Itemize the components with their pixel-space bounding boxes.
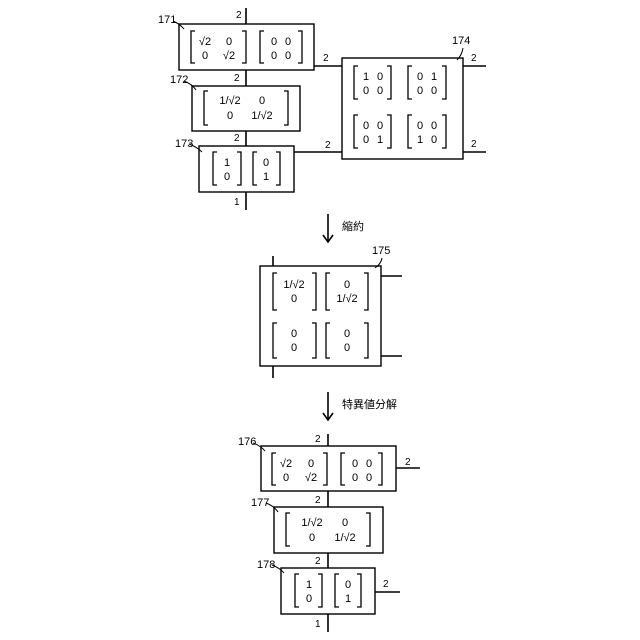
bond-dimension: 2 <box>325 140 331 151</box>
matrix-cell: 0 <box>352 472 358 484</box>
matrix-cell: 1 <box>224 157 230 169</box>
matrix-cell: 0 <box>417 120 423 132</box>
node-171: √2 0 0 √2 0 0 0 0 171 2 2 <box>158 10 329 70</box>
matrix-cell: 0 <box>344 279 350 291</box>
matrix-cell: 0 <box>417 71 423 83</box>
matrix-cell: 0 <box>202 50 208 62</box>
matrix-cell: 0 <box>271 36 277 48</box>
matrix-cell: 0 <box>363 120 369 132</box>
matrix-cell: 0 <box>377 120 383 132</box>
bond-dimension: 2 <box>405 457 411 468</box>
node-label: 172 <box>170 74 188 86</box>
matrix-cell: 1 <box>263 171 269 183</box>
matrix-cell: √2 <box>280 458 292 470</box>
node-175: 1/√2 0 0 1/√2 0 0 0 0 175 <box>260 245 390 366</box>
matrix-cell: 0 <box>306 593 312 605</box>
bond-dimension: 2 <box>315 556 321 567</box>
matrix-cell: 0 <box>345 579 351 591</box>
matrix-cell: 1/√2 <box>301 517 322 529</box>
bond-dimension: 2 <box>234 73 240 84</box>
node-177: 1/√2 0 0 1/√2 177 2 <box>251 495 383 553</box>
matrix-cell: 1/√2 <box>251 110 272 122</box>
matrix-cell: 1/√2 <box>219 95 240 107</box>
matrix-cell: 0 <box>291 328 297 340</box>
bond-dimension: 2 <box>315 434 321 445</box>
matrix-cell: 0 <box>263 157 269 169</box>
bond-dimension: 2 <box>236 10 242 21</box>
matrix-cell: √2 <box>305 472 317 484</box>
matrix-cell: √2 <box>223 50 235 62</box>
matrix-cell: 1 <box>417 134 423 146</box>
node-label: 176 <box>238 436 256 448</box>
node-label: 174 <box>452 35 470 47</box>
node-label: 171 <box>158 14 176 26</box>
node-178: 1 0 0 1 178 2 2 1 <box>257 556 389 630</box>
top-network: √2 0 0 √2 0 0 0 0 171 2 2 1/√2 0 0 1/√2 … <box>158 8 486 210</box>
matrix-cell: 0 <box>283 472 289 484</box>
matrix-cell: 0 <box>285 36 291 48</box>
matrix-cell: 1/√2 <box>334 532 355 544</box>
matrix-cell: 0 <box>227 110 233 122</box>
node-174-box <box>342 58 463 159</box>
matrix-cell: 0 <box>285 50 291 62</box>
matrix-cell: 1/√2 <box>283 279 304 291</box>
bond-dimension: 1 <box>234 197 240 208</box>
matrix-cell: 0 <box>291 293 297 305</box>
matrix-cell: 0 <box>363 85 369 97</box>
matrix-cell: 0 <box>417 85 423 97</box>
matrix-cell: 1 <box>377 134 383 146</box>
matrix-cell: 0 <box>226 36 232 48</box>
matrix-cell: 0 <box>271 50 277 62</box>
step-label: 縮約 <box>342 219 364 233</box>
matrix-cell: 0 <box>344 328 350 340</box>
bottom-network: √2 0 0 √2 0 0 0 0 176 2 2 1/√2 0 0 1/√2 … <box>238 434 420 632</box>
node-175-box <box>260 266 381 366</box>
matrix-cell: 0 <box>224 171 230 183</box>
step-svd: 特異値分解 <box>323 392 397 420</box>
matrix-cell: 0 <box>363 134 369 146</box>
step-contraction: 縮約 <box>323 214 364 242</box>
bond-dimension: 2 <box>315 495 321 506</box>
matrix-cell: 0 <box>309 532 315 544</box>
matrix-cell: 0 <box>366 458 372 470</box>
contracted-network: 1/√2 0 0 1/√2 0 0 0 0 175 <box>260 245 402 378</box>
node-176: √2 0 0 √2 0 0 0 0 176 2 2 <box>238 434 411 491</box>
matrix-cell: 0 <box>431 85 437 97</box>
node-172: 1/√2 0 0 1/√2 172 2 <box>170 73 300 131</box>
node-label: 175 <box>372 245 390 257</box>
matrix-cell: 0 <box>308 458 314 470</box>
matrix-cell: 0 <box>377 71 383 83</box>
matrix-cell: 0 <box>342 517 348 529</box>
matrix-cell: 0 <box>259 95 265 107</box>
matrix-cell: 0 <box>366 472 372 484</box>
matrix-cell: 0 <box>352 458 358 470</box>
matrix-cell: 1 <box>306 579 312 591</box>
matrix-cell: 1/√2 <box>336 293 357 305</box>
bond-dimension: 2 <box>471 53 477 64</box>
node-label: 173 <box>175 138 193 150</box>
matrix-cell: 0 <box>431 134 437 146</box>
bond-dimension: 1 <box>315 619 321 630</box>
bond-dimension: 2 <box>234 133 240 144</box>
node-174: 1 0 0 0 0 1 0 0 0 0 0 1 0 0 1 0 174 2 2 <box>342 35 477 159</box>
bond-dimension: 2 <box>383 579 389 590</box>
matrix-cell: 1 <box>345 593 351 605</box>
step-label: 特異値分解 <box>342 397 397 411</box>
node-172-box <box>192 86 300 131</box>
matrix-cell: 1 <box>363 71 369 83</box>
matrix-cell: 1 <box>431 71 437 83</box>
matrix-cell: 0 <box>344 342 350 354</box>
bond-dimension: 2 <box>471 139 477 150</box>
matrix-cell: 0 <box>431 120 437 132</box>
bond-dimension: 2 <box>323 53 329 64</box>
matrix-cell: √2 <box>199 36 211 48</box>
matrix-cell: 0 <box>291 342 297 354</box>
matrix-cell: 0 <box>377 85 383 97</box>
node-173: 1 0 0 1 173 2 2 1 <box>175 133 331 208</box>
